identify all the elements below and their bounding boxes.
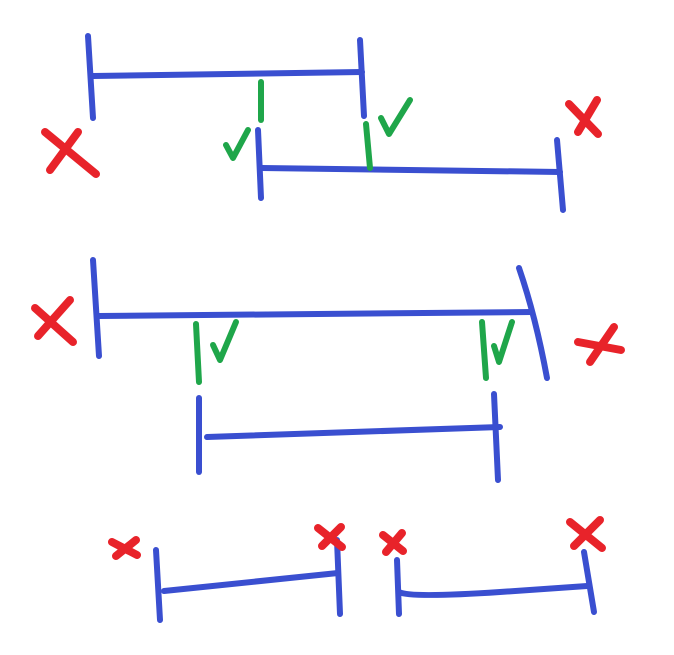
cross-icon [41,128,100,178]
interval-line [259,165,563,175]
check-icon [223,127,251,161]
interval-top-b [255,127,566,213]
cross-mark-right-start [379,529,407,556]
check-mark-inner-end [479,319,515,381]
interval-top-a [85,33,367,121]
interval-line [204,424,503,440]
interval-right-tick [554,137,566,213]
cross-mark-outer-end [574,323,625,366]
boundary-marker [479,319,489,381]
cross-icon [565,96,602,138]
interval-right-tick [581,549,597,615]
cross-icon [566,516,606,552]
cross-mark-left-start [108,536,141,560]
cross-icon [379,529,407,556]
group-disjoint-intervals [108,516,606,623]
cross-icon [108,536,141,560]
cross-mark-right-end [566,516,606,552]
interval-left-tick [394,557,402,617]
interval-right-tick [491,391,501,483]
interval-left-tick [90,257,102,359]
cross-icon [574,323,625,366]
boundary-marker [193,321,202,385]
interval-inner [196,391,503,483]
interval-right-tick [516,265,550,381]
interval-right-tick [334,537,343,617]
interval-left [153,537,343,623]
check-icon [491,319,515,365]
check-mark-inner-start [193,319,239,385]
cross-mark-outer-start [31,296,77,346]
check-mark-b-start [223,79,264,161]
cross-icon [31,296,77,346]
cross-mark-left-end [314,523,346,551]
interval-outer [90,257,550,381]
check-icon [210,319,239,363]
interval-line [96,309,535,319]
check-icon [378,97,413,137]
cross-icon [314,523,346,551]
interval-left-tick [255,127,264,201]
check-mark-a-end [363,97,413,171]
cross-mark-a-start [41,128,100,178]
interval-left-tick [153,547,163,623]
interval-line [90,69,365,79]
interval-right-tick [357,37,367,119]
interval-line [161,570,341,594]
boundary-marker [363,121,373,171]
group-overlapping-intervals [41,33,602,213]
interval-right [394,549,597,617]
interval-line [396,583,590,598]
group-nested-intervals [31,257,625,483]
cross-mark-b-end [565,96,602,138]
